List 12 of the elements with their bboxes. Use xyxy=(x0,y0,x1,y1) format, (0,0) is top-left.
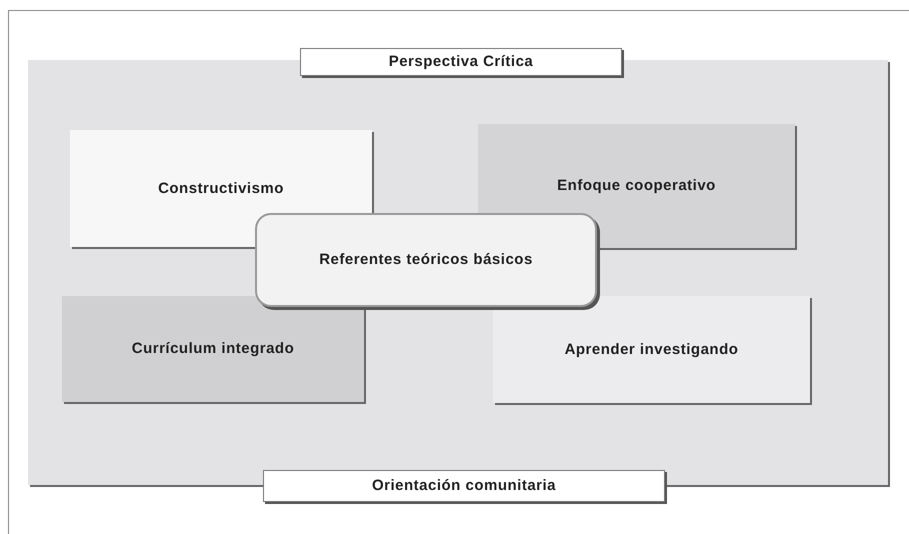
footer-box xyxy=(263,470,665,502)
node-label: Orientación comunitaria xyxy=(372,476,556,496)
title-box xyxy=(300,48,622,76)
node-label: Referentes teóricos básicos xyxy=(319,250,533,270)
concept-box xyxy=(62,296,364,402)
node-label: Enfoque cooperativo xyxy=(557,176,716,196)
node-label: Constructivismo xyxy=(158,178,284,198)
node-label: Aprender investigando xyxy=(564,340,738,360)
node-label: Perspectiva Crítica xyxy=(388,52,534,72)
central-box xyxy=(255,213,597,307)
concept-box xyxy=(493,296,810,403)
node-label: Currículum integrado xyxy=(132,339,294,359)
